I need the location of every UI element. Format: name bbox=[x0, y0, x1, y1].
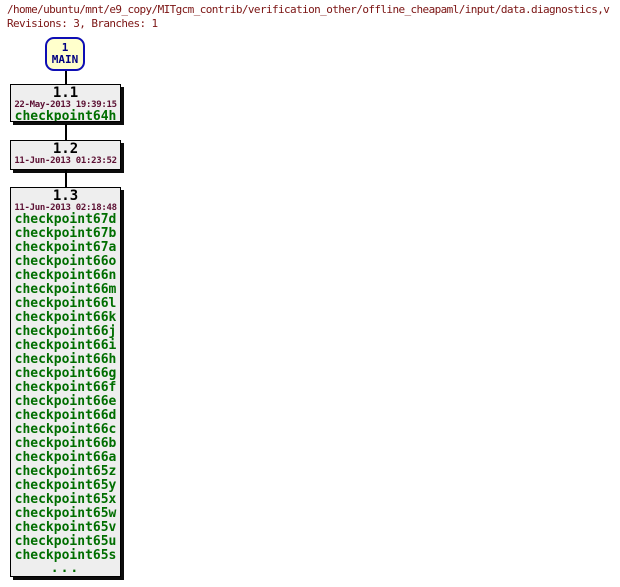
tag-label: checkpoint65w bbox=[14, 506, 117, 521]
tag-label: checkpoint66h bbox=[14, 352, 117, 367]
revision-date: 11-Jun-2013 01:23:52 bbox=[14, 156, 117, 166]
branch-node-main[interactable]: 1 MAIN bbox=[45, 37, 85, 71]
tag-label: checkpoint65y bbox=[14, 478, 117, 493]
tag-label: checkpoint65z bbox=[14, 464, 117, 479]
revision-date: 11-Jun-2013 02:18:48 bbox=[14, 203, 117, 213]
revision-number: 1.1 bbox=[52, 85, 79, 101]
tag-label: checkpoint66g bbox=[14, 366, 117, 381]
file-path: /home/ubuntu/mnt/e9_copy/MITgcm_contrib/… bbox=[7, 3, 610, 16]
tag-label: checkpoint65s bbox=[14, 548, 117, 563]
tag-label: checkpoint65x bbox=[14, 492, 117, 507]
tag-label: checkpoint65v bbox=[14, 520, 117, 535]
tag-label: checkpoint66b bbox=[14, 436, 117, 451]
revision-number: 1.2 bbox=[52, 141, 79, 157]
tag-label: checkpoint66l bbox=[14, 296, 117, 311]
more-tags-ellipsis: ... bbox=[50, 561, 81, 576]
revision-date: 22-May-2013 19:39:15 bbox=[14, 100, 117, 110]
tag-label: checkpoint66m bbox=[14, 282, 117, 297]
tag-label: checkpoint66d bbox=[14, 408, 117, 423]
tag-label: checkpoint66f bbox=[14, 380, 117, 395]
connector-line bbox=[65, 170, 67, 187]
tag-label: checkpoint67a bbox=[14, 240, 117, 255]
connector-line bbox=[65, 71, 67, 84]
tag-label: checkpoint66j bbox=[14, 324, 117, 339]
tag-label: checkpoint66c bbox=[14, 422, 117, 437]
revision-box-1-1[interactable]: 1.1 22-May-2013 19:39:15 checkpoint64h bbox=[10, 84, 121, 122]
revision-box-1-3[interactable]: 1.3 11-Jun-2013 02:18:48 checkpoint67d c… bbox=[10, 187, 121, 577]
tag-label: checkpoint67b bbox=[14, 226, 117, 241]
tag-label: checkpoint66k bbox=[14, 310, 117, 325]
tag-label: checkpoint66a bbox=[14, 450, 117, 465]
tag-label: checkpoint66i bbox=[14, 338, 117, 353]
tag-label: checkpoint67d bbox=[14, 212, 117, 227]
tag-label: checkpoint64h bbox=[14, 109, 117, 122]
branch-name: MAIN bbox=[51, 53, 79, 66]
branch-number: 1 bbox=[61, 41, 69, 54]
revision-number: 1.3 bbox=[52, 188, 79, 204]
tag-label: checkpoint66e bbox=[14, 394, 117, 409]
revision-box-1-2[interactable]: 1.2 11-Jun-2013 01:23:52 bbox=[10, 140, 121, 170]
revisions-summary: Revisions: 3, Branches: 1 bbox=[7, 17, 158, 30]
tag-label: checkpoint66o bbox=[14, 254, 117, 269]
tag-label: checkpoint65u bbox=[14, 534, 117, 549]
tag-label: checkpoint66n bbox=[14, 268, 117, 283]
connector-line bbox=[65, 124, 67, 140]
